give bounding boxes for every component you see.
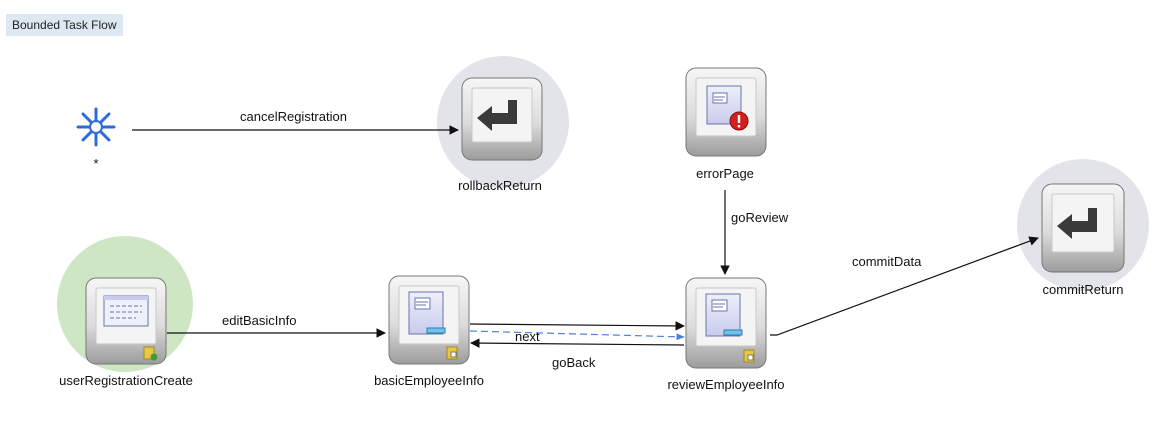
node-label-basicEmployeeInfo: basicEmployeeInfo [374,373,484,388]
node-wildcard[interactable]: * [76,107,116,171]
node-label-reviewEmployeeInfo: reviewEmployeeInfo [667,377,784,392]
node-label-errorPage: errorPage [696,166,754,181]
edge-cancelRegistration[interactable]: cancelRegistration [132,109,459,135]
edge-goReview[interactable]: goReview [720,190,789,275]
edge-label-goReview: goReview [731,210,789,225]
view-page-icon [408,291,446,335]
edge-goBack[interactable]: goBack [470,338,685,370]
node-errorPage[interactable]: errorPage [685,67,767,181]
view-page-icon [705,293,743,337]
node-rollbackReturn[interactable]: rollbackReturn [458,77,543,193]
node-reviewEmployeeInfo[interactable]: reviewEmployeeInfo [667,277,785,392]
node-basicEmployeeInfo[interactable]: basicEmployeeInfo [374,275,484,388]
diagram-title-tab[interactable]: Bounded Task Flow [6,14,123,36]
node-label-wildcard: * [93,156,98,171]
edge-commitData[interactable]: commitData [770,236,1039,336]
edge-next[interactable]: next [469,321,685,344]
page-def-badge-icon [143,346,158,361]
edge-label-goBack: goBack [552,355,596,370]
node-label-commitReturn: commitReturn [1043,282,1124,297]
node-label-userRegistrationCreate: userRegistrationCreate [59,373,193,388]
edge-label-commitData: commitData [852,254,922,269]
node-label-rollbackReturn: rollbackReturn [458,178,542,193]
return-arrow-icon [477,100,517,131]
return-arrow-icon [1057,208,1097,239]
edge-editBasicInfo[interactable]: editBasicInfo [167,313,386,338]
page-def-badge-icon [446,346,458,360]
error-page-icon [706,85,749,131]
edge-label-next: next [515,329,540,344]
node-userRegistrationCreate[interactable]: userRegistrationCreate [59,277,193,388]
method-call-icon [103,295,149,327]
edge-label-cancelRegistration: cancelRegistration [240,109,347,124]
wildcard-icon [76,107,116,147]
node-commitReturn[interactable]: commitReturn [1041,183,1125,297]
page-def-badge-icon [743,349,755,363]
edge-label-editBasicInfo: editBasicInfo [222,313,296,328]
